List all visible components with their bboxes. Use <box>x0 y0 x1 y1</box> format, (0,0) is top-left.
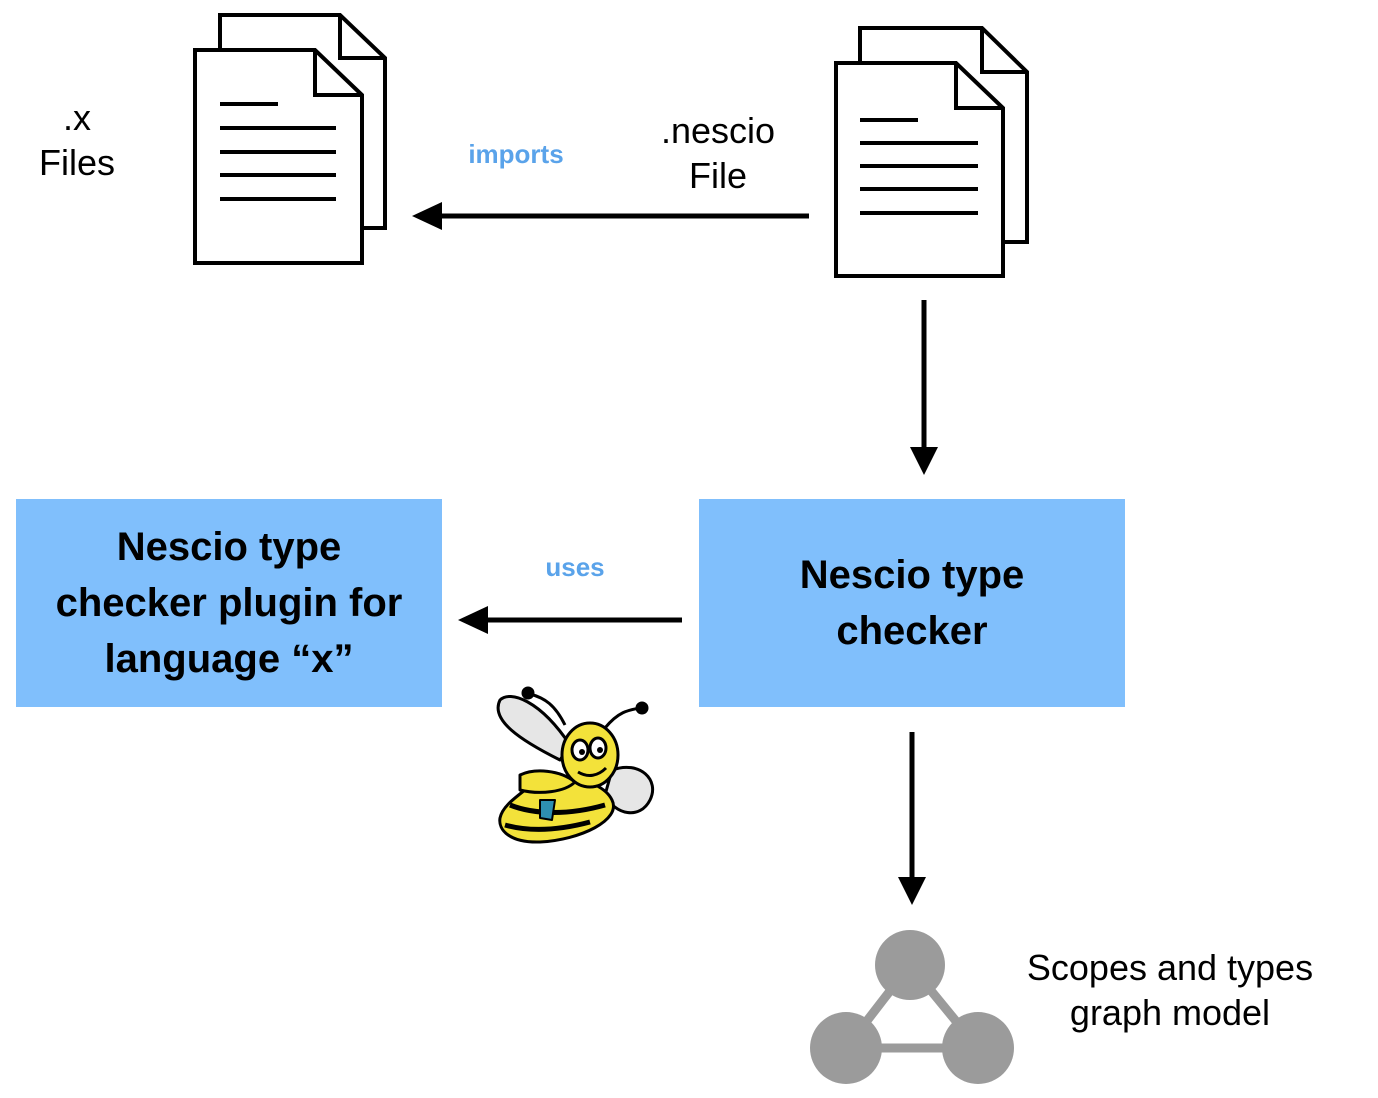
imports-edge-label: imports <box>468 139 564 169</box>
checker-box-line1: Nescio type <box>799 553 1025 597</box>
x-files-document-icon <box>193 13 387 265</box>
nescio-file-label-line2: File <box>688 155 747 196</box>
graph-model-label-line2: graph model <box>1069 992 1271 1033</box>
checker-box-line2: checker <box>836 609 988 653</box>
uses-edge-label: uses <box>545 552 605 582</box>
plugin-box: Nescio type checker plugin for language … <box>16 499 442 707</box>
checker-box: Nescio type checker <box>699 499 1125 707</box>
nescio-file-label: .nescio File <box>640 108 796 198</box>
graph-model-label-line1: Scopes and types <box>1026 947 1314 988</box>
plugin-box-line2: checker plugin for <box>55 581 403 625</box>
nescio-file-document-icon <box>834 26 1029 278</box>
graph-model-label: Scopes and types graph model <box>990 945 1350 1035</box>
plugin-box-line1: Nescio type <box>116 525 342 569</box>
graph-model-icon <box>810 930 1014 1084</box>
checker-to-graph-arrow <box>898 732 926 905</box>
x-files-label-line1: .x <box>62 97 91 138</box>
plugin-box-line3: language “x” <box>104 637 354 681</box>
file-to-checker-arrow <box>910 300 938 475</box>
uses-arrow <box>458 606 682 634</box>
x-files-label-line2: Files <box>38 142 115 183</box>
imports-arrow <box>412 202 809 230</box>
x-files-label: .x Files <box>22 95 132 185</box>
bee-mascot-icon <box>496 686 654 844</box>
nescio-file-label-line1: .nescio <box>660 110 776 151</box>
